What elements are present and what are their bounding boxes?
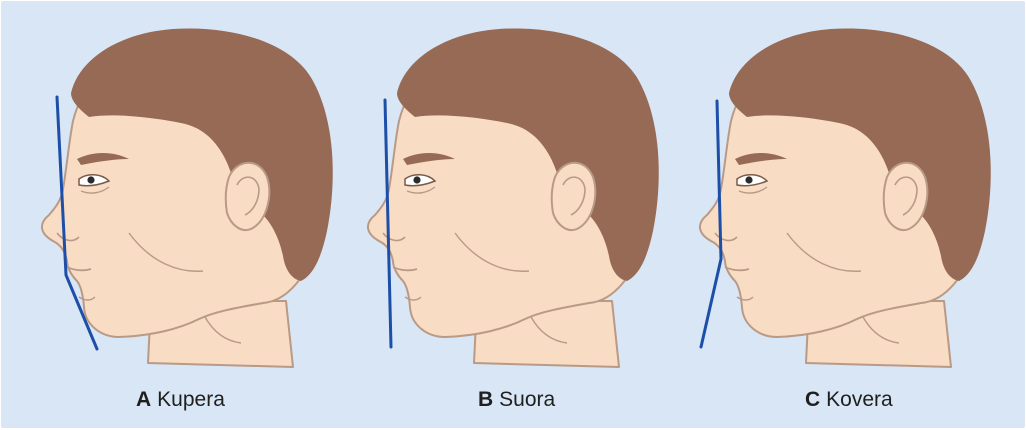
caption-b-label: Suora [499, 388, 555, 411]
caption-c-letter: C [805, 388, 820, 411]
caption-b-letter: B [478, 388, 493, 411]
profile-c [700, 28, 991, 367]
caption-c: C Kovera [805, 388, 893, 412]
profile-b [368, 28, 659, 367]
caption-a-label: Kupera [157, 388, 225, 411]
caption-c-label: Kovera [826, 388, 893, 411]
profile-a [42, 28, 333, 367]
caption-a-letter: A [136, 388, 151, 411]
caption-a: A Kupera [136, 388, 225, 412]
caption-b: B Suora [478, 388, 555, 412]
